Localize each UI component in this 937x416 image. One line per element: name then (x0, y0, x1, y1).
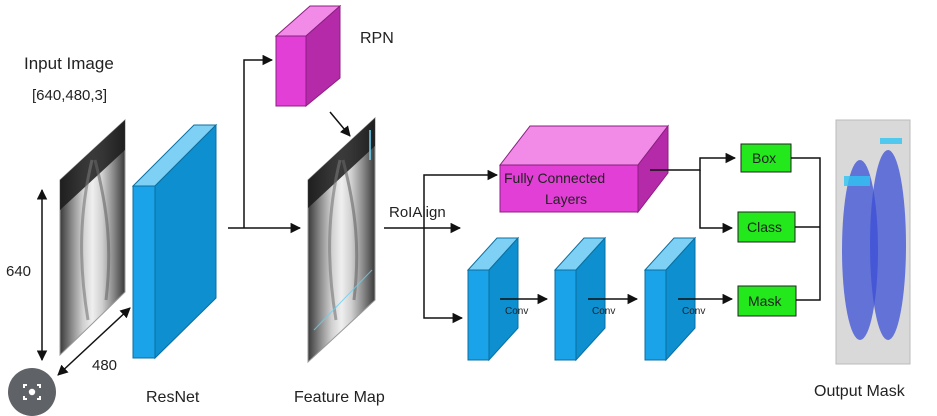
class-head (737, 211, 796, 243)
connectors (228, 54, 821, 324)
input-xray-image (59, 118, 126, 357)
width-dimension-arrow (57, 307, 131, 376)
resnet-label: ResNet (146, 389, 200, 406)
box-label: Box (752, 150, 777, 166)
conv-block-1 (466, 236, 520, 362)
output-mask-image (835, 119, 911, 365)
input-dimensions: [640,480,3] (32, 87, 108, 104)
fully-connected-block (498, 124, 670, 214)
fc-label-line1: Fully Connected (504, 170, 606, 186)
image-search-button[interactable] (8, 368, 56, 416)
roialign-label: RoIAlign (389, 204, 446, 221)
width-label: 480 (92, 357, 118, 374)
height-label: 640 (6, 263, 32, 280)
resnet-block (131, 123, 218, 360)
image-search-icon (23, 384, 41, 400)
class-label: Class (747, 219, 783, 235)
rpn-label: RPN (360, 30, 394, 47)
fc-label-line2: Layers (545, 191, 588, 207)
mask-head (737, 285, 797, 317)
conv-label-3: Conv (682, 306, 706, 317)
feature-map-label: Feature Map (294, 389, 385, 406)
feature-map-image (307, 116, 376, 364)
conv-label-1: Conv (505, 306, 529, 317)
conv-label-2: Conv (592, 306, 616, 317)
output-mask-label: Output Mask (814, 383, 905, 400)
mask-label: Mask (748, 293, 782, 309)
mask-rcnn-diagram (36, 4, 911, 376)
input-image-title: Input Image (24, 54, 114, 73)
rpn-block (274, 4, 342, 108)
